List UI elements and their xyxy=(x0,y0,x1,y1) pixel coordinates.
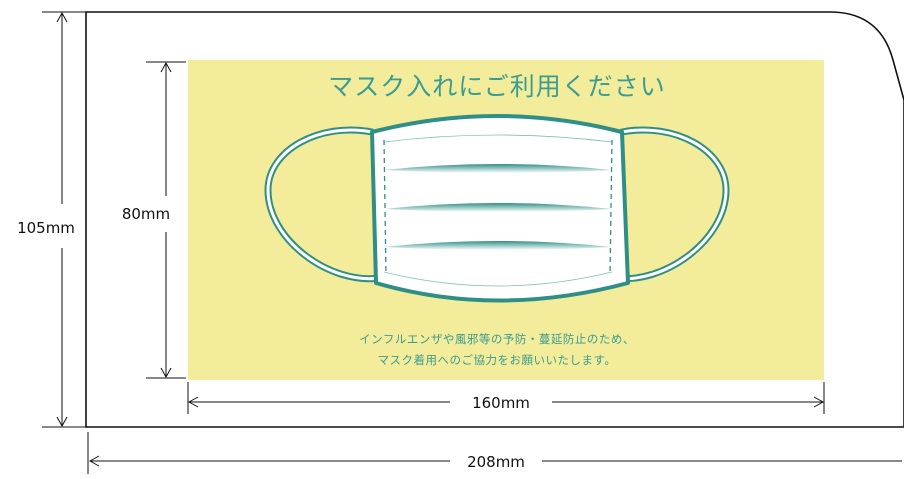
outer-height-label: 105mm xyxy=(17,219,75,237)
sign-title: マスク入れにご利用ください xyxy=(328,72,666,101)
outer-height-dimension xyxy=(42,11,86,428)
face-mask-icon xyxy=(264,114,730,303)
inner-width-label: 160mm xyxy=(472,394,530,412)
outer-width-label: 208mm xyxy=(467,453,525,471)
inner-width-dimension xyxy=(187,382,825,414)
outer-width-dimension xyxy=(87,432,902,474)
inner-height-label: 80mm xyxy=(122,205,170,223)
sign-note-line-2: マスク着用へのご協力をお願いいたします。 xyxy=(378,353,617,367)
sign-note-line-1: インフルエンザや風邪等の予防・蔓延防止のため、 xyxy=(359,332,635,346)
inner-height-dimension xyxy=(146,61,186,379)
